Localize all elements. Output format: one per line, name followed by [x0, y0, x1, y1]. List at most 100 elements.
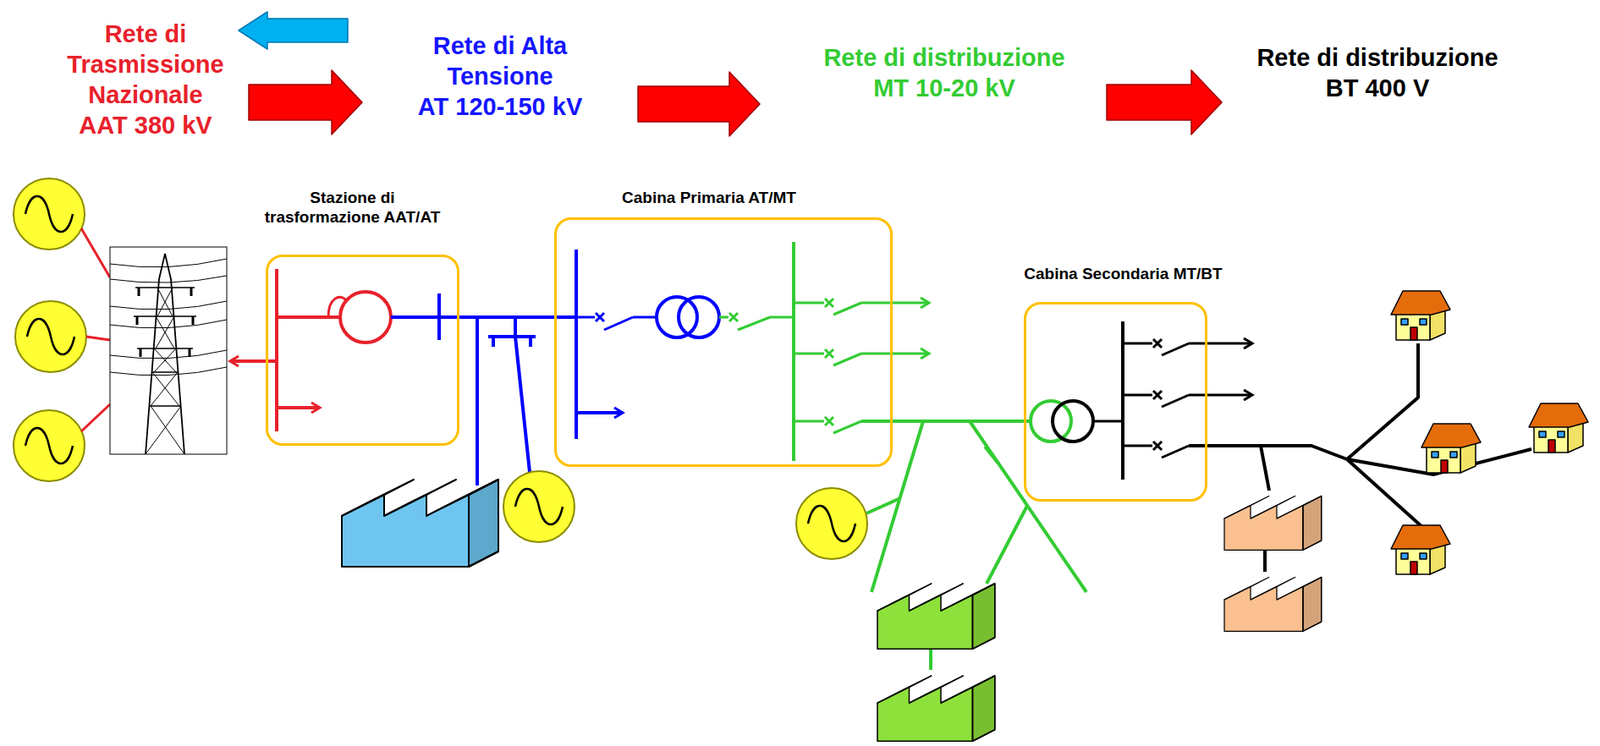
station-equipment	[328, 296, 347, 318]
industrial-user	[877, 583, 996, 742]
secondary-equipment	[1052, 401, 1094, 442]
network-level-heading: Rete di Trasmissione NazionaleAAT 380 kV	[62, 18, 229, 141]
secondary-equipment	[1153, 339, 1162, 348]
substation-title: Cabina Primaria AT/MT	[621, 188, 797, 208]
tower-picture	[109, 247, 227, 455]
primary-equipment	[861, 352, 930, 356]
industrial-user	[341, 479, 499, 567]
house-user	[1391, 525, 1451, 575]
substation-box: Cabina Primaria AT/MT	[554, 217, 893, 468]
level-label: Rete di Trasmissione Nazionale	[62, 18, 229, 110]
generator-symbol	[796, 488, 868, 560]
mv-network	[986, 505, 1028, 584]
station-equipment	[437, 293, 441, 341]
substation-title: Cabina Secondaria MT/BT	[1023, 264, 1222, 284]
secondary-equipment	[1023, 321, 1253, 480]
primary-equipment	[793, 420, 825, 424]
secondary-equipment	[1161, 445, 1189, 458]
lv-network	[1188, 343, 1532, 572]
secondary-equipment	[1122, 394, 1153, 397]
generator-link	[81, 228, 110, 278]
lv-network	[1188, 445, 1348, 460]
primary-equipment	[833, 353, 862, 366]
level-label: BT 400 V	[1250, 72, 1505, 104]
secondary-equipment	[1121, 321, 1125, 480]
station-equipment	[230, 359, 277, 363]
primary-equipment	[554, 241, 930, 462]
secondary-equipment	[1153, 390, 1162, 400]
primary-equipment	[833, 421, 862, 434]
station-equipment	[230, 269, 460, 432]
house-user	[1391, 291, 1589, 575]
level-label: MT 10-20 kV	[817, 72, 1072, 104]
lv-network	[1347, 343, 1419, 460]
secondary-equipment	[1188, 342, 1253, 346]
secondary-equipment	[1188, 394, 1253, 397]
primary-equipment	[793, 352, 825, 356]
primary-equipment	[824, 349, 834, 358]
substation-box: Cabina Secondaria MT/BT	[1023, 302, 1208, 502]
hv-branch	[477, 317, 536, 486]
secondary-equipment	[1153, 441, 1162, 451]
level-label: Rete di distribuzione	[1250, 42, 1505, 73]
hv-branch	[488, 335, 536, 339]
power-flow-arrow	[248, 70, 363, 135]
mv-network	[984, 446, 999, 464]
primary-equipment	[554, 315, 577, 319]
substation-box: Stazione di trasformazione AAT/AT	[265, 254, 460, 446]
primary-equipment	[769, 316, 794, 319]
station-equipment	[276, 315, 341, 319]
station-equipment	[390, 315, 460, 319]
generator-symbol	[13, 178, 87, 482]
industrial-user	[341, 479, 499, 567]
primary-equipment	[574, 249, 578, 440]
house-user	[1528, 403, 1589, 453]
commercial-user	[1224, 495, 1322, 632]
level-label: AAT 380 kV	[62, 109, 229, 141]
network-level-heading: Rete di distribuzioneMT 10-20 kV	[817, 42, 1072, 104]
mv-network	[929, 648, 933, 671]
hv-branch	[475, 317, 479, 486]
generator-symbol	[13, 178, 85, 250]
primary-equipment	[576, 316, 595, 319]
commercial-user	[1224, 577, 1322, 632]
primary-equipment	[824, 417, 834, 426]
secondary-equipment	[1122, 342, 1153, 346]
tower-picture	[109, 247, 227, 455]
industrial-user	[877, 583, 996, 649]
mv-network	[969, 421, 1087, 593]
generator-symbol	[796, 488, 868, 560]
generator-symbol	[15, 301, 87, 373]
tower-picture	[145, 287, 185, 455]
network-level-heading: Rete di distribuzioneBT 400 V	[1250, 42, 1505, 104]
secondary-equipment	[1122, 445, 1153, 448]
primary-equipment	[861, 419, 893, 424]
primary-equipment	[595, 313, 605, 322]
hv-branch	[491, 336, 495, 347]
substation-title: Stazione di trasformazione AAT/AT	[258, 188, 448, 227]
secondary-equipment	[1161, 395, 1189, 407]
generator-link	[81, 228, 110, 432]
station-equipment	[340, 291, 391, 343]
power-flow-arrow	[1106, 70, 1222, 135]
house-user	[1421, 423, 1481, 473]
hv-branch	[528, 336, 533, 347]
industrial-user	[877, 676, 996, 742]
mv-feeder	[892, 419, 1024, 424]
hv-branch	[513, 317, 517, 337]
primary-equipment	[791, 241, 796, 462]
power-flow-arrow	[637, 71, 760, 137]
primary-equipment	[793, 302, 825, 305]
tower-picture	[109, 258, 227, 376]
mv-network	[866, 421, 1087, 671]
mv-network	[866, 498, 901, 514]
hv-line	[459, 315, 555, 319]
primary-equipment	[632, 316, 657, 319]
generator-symbol	[503, 471, 575, 543]
tower-picture	[137, 287, 193, 358]
generator-link	[81, 404, 110, 432]
primary-equipment	[604, 317, 633, 330]
